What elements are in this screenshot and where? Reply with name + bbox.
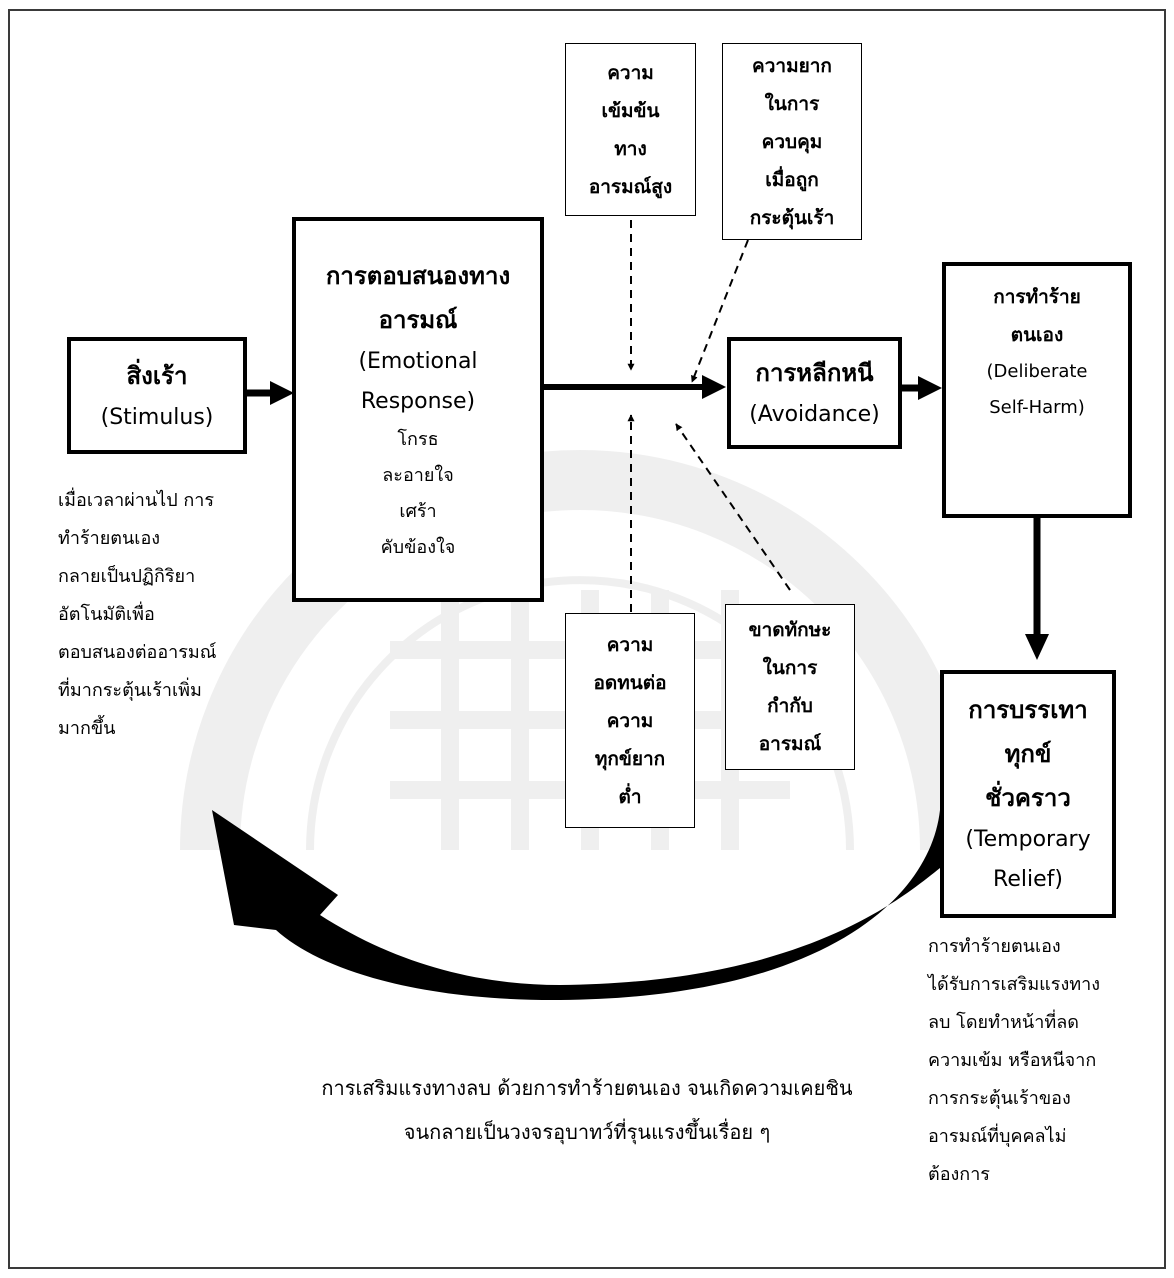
arrow-selfharm-to-relief [1025,508,1049,660]
avoidance-subtitle: (Avoidance) [749,402,880,427]
self-harm-title: การทำร้าย ตนเอง [993,286,1081,346]
relief-subtitle: (Temporary Relief) [965,827,1091,892]
right-note: การทำร้ายตนเอง ได้รับการเสริมแรงทาง ลบ โ… [928,936,1101,1185]
arrow-stimulus-to-response [245,381,294,405]
emotional-response-title: การตอบสนองทาง อารมณ์ [325,261,511,334]
low-tolerance-box: ความ อดทนต่อ ความ ทุกข์ยาก ต่ำ [565,613,695,828]
self-harm-box: การทำร้าย ตนเอง (Deliberate Self-Harm) [942,262,1132,518]
lack-skills-text: ขาดทักษะ ในการ กำกับ อารมณ์ [748,619,832,755]
avoidance-title: การหลีกหนี [755,359,874,387]
relief-title: การบรรเทา ทุกข์ ชั่วคราว [968,696,1088,812]
dashed-arrow-lack-skills [675,423,791,591]
dashed-influence-arrows [627,220,791,612]
diagram-frame [8,9,1166,1269]
arrow-avoidance-to-selfharm [900,376,942,400]
high-intensity-box: ความ เข้มข้น ทาง อารมณ์สูง [565,43,696,216]
left-note: เมื่อเวลาผ่านไป การ ทำร้ายตนเอง กลายเป็น… [58,490,217,739]
cycle-note: การเสริมแรงทางลบ ด้วยการทำร้ายตนเอง จนเก… [321,1076,853,1144]
self-harm-subtitle: (Deliberate Self-Harm) [986,361,1088,418]
avoidance-box: การหลีกหนี (Avoidance) [727,337,902,449]
high-intensity-text: ความ เข้มข้น ทาง อารมณ์สูง [588,61,673,198]
low-tolerance-text: ความ อดทนต่อ ความ ทุกข์ยาก ต่ำ [593,633,667,808]
emotional-response-box: การตอบสนองทาง อารมณ์ (Emotional Response… [292,217,544,602]
temporary-relief-box: การบรรเทา ทุกข์ ชั่วคราว (Temporary Reli… [940,670,1116,918]
difficulty-control-box: ความยาก ในการ ควบคุม เมื่อถูก กระตุ้นเร้… [722,43,862,240]
stimulus-box: สิ่งเร้า (Stimulus) [67,337,247,454]
lack-skills-box: ขาดทักษะ ในการ กำกับ อารมณ์ [725,604,855,770]
emotion-list: โกรธ ละอายใจ เศร้า คับข้องใจ [380,428,456,558]
cycle-feedback-arrow [212,810,940,1001]
stimulus-subtitle: (Stimulus) [100,404,214,430]
emotional-response-subtitle: (Emotional Response) [358,348,478,414]
dashed-arrow-difficulty-control [691,239,749,383]
arrow-response-to-avoidance [542,375,726,399]
difficulty-control-text: ความยาก ในการ ควบคุม เมื่อถูก กระตุ้นเร้… [749,54,835,229]
stimulus-title: สิ่งเร้า [126,361,188,390]
